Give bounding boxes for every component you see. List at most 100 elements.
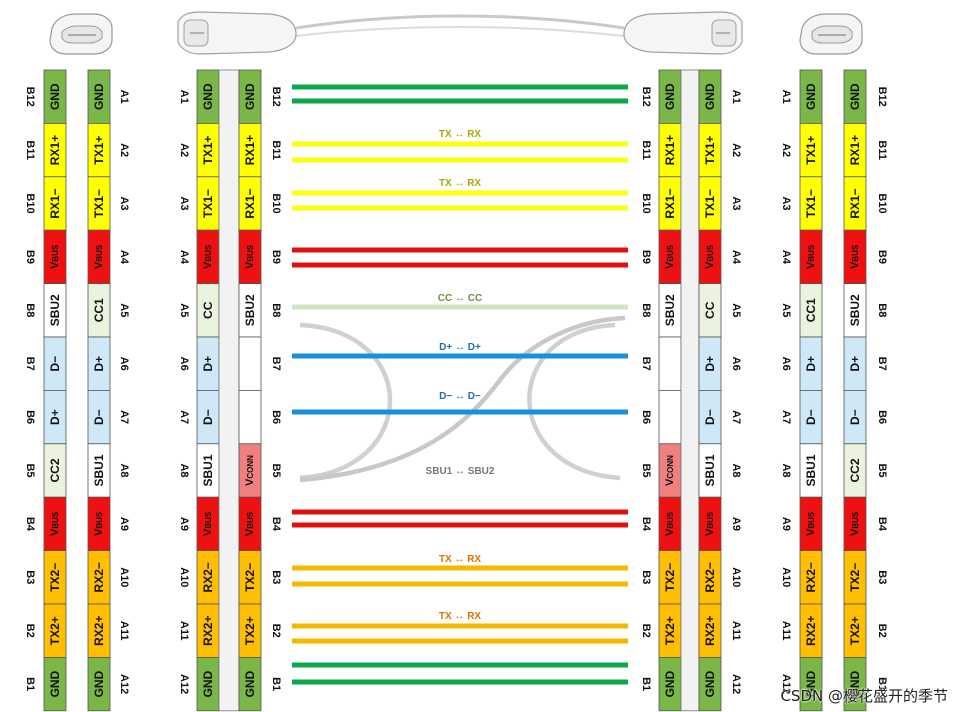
pin-label: D− <box>92 409 106 425</box>
connector-illustrations <box>49 11 863 55</box>
pin-number: B12 <box>270 87 282 107</box>
pin-number: B4 <box>270 517 282 532</box>
pin-label: GND <box>201 670 215 697</box>
pin-label: D+ <box>201 356 215 372</box>
pin-number: B4 <box>24 517 36 532</box>
pin-label: TX1+ <box>703 136 717 165</box>
pin-label: TX2+ <box>243 616 257 645</box>
pin-number: B2 <box>640 624 652 638</box>
plug-divider <box>218 69 240 712</box>
pin-label: SBU2 <box>663 294 677 326</box>
pin-label: GND <box>243 83 257 110</box>
pin-number: B5 <box>876 463 888 477</box>
ss1-tx-rx-label: TX ↔ RX <box>439 129 482 140</box>
pin-number: A4 <box>118 250 130 265</box>
pin-number: B12 <box>24 87 36 107</box>
pin-label: GND <box>848 670 862 697</box>
pin-label: CC1 <box>92 298 106 322</box>
pin-number: B5 <box>24 463 36 477</box>
pin-label: SBU1 <box>201 454 215 486</box>
pin-number: A8 <box>730 463 742 477</box>
pin-number: B11 <box>24 140 36 160</box>
pin-number: B9 <box>24 250 36 264</box>
pin-label: GND <box>201 83 215 110</box>
pin-label: TX2− <box>48 563 62 592</box>
pin-label: RX1+ <box>848 135 862 165</box>
pin-label: RX2− <box>703 562 717 592</box>
pin-column: GNDRX1+RX1−VBUSSBU2D−D+CC2VBUSTX2−TX2+GN… <box>43 69 67 712</box>
pin-number: B1 <box>640 677 652 691</box>
pin-cell <box>87 657 111 712</box>
pin-label: RX2+ <box>804 616 818 646</box>
pin-cell <box>658 389 682 445</box>
pin-label: TX1− <box>92 189 106 218</box>
pin-label: GND <box>804 670 818 697</box>
pin-label: VBUS <box>704 511 716 536</box>
pin-number: A1 <box>118 90 130 104</box>
pin-number: A3 <box>178 196 190 210</box>
pin-number: B9 <box>270 250 282 264</box>
pin-number: A12 <box>178 674 190 694</box>
pin-number: A3 <box>118 196 130 210</box>
pin-label: D− <box>804 409 818 425</box>
pin-cell <box>238 657 262 712</box>
receptacle-left: B12B11B10B9B8B7B6B5B4B3B2B1GNDRX1+RX1−VB… <box>24 69 130 712</box>
pin-label: SBU1 <box>804 454 818 486</box>
pin-number: A4 <box>730 250 742 265</box>
receptacle-right: A1A2A3A4A5A6A7A8A9A10A11A12GNDTX1+TX1−VB… <box>780 69 888 712</box>
dminus-label: D− ↔ D− <box>439 391 481 402</box>
pin-number: B10 <box>270 193 282 213</box>
plug-right: B12B11B10B9B8B7B6B5B4B3B2B1GNDRX1+RX1−VB… <box>640 69 742 712</box>
pin-number: B5 <box>640 463 652 477</box>
pin-label: RX1+ <box>48 135 62 165</box>
pin-label: D− <box>848 409 862 425</box>
pin-label: TX1− <box>201 189 215 218</box>
pin-number: B5 <box>270 463 282 477</box>
pin-label: VBUS <box>244 244 256 269</box>
pin-number: A6 <box>780 357 792 371</box>
pin-label: RX2+ <box>201 616 215 646</box>
pin-number: A6 <box>730 357 742 371</box>
pin-label: TX2− <box>243 563 257 592</box>
watermark: CSDN @樱花盛开的季节 <box>780 687 948 705</box>
pin-label: TX1− <box>703 189 717 218</box>
pin-label: GND <box>703 670 717 697</box>
pin-number: A5 <box>780 303 792 317</box>
cc-label: CC ↔ CC <box>438 293 482 304</box>
usb-c-cable-icon <box>177 11 743 55</box>
pin-label: RX1− <box>48 188 62 218</box>
pin-label: TX1− <box>804 189 818 218</box>
pin-number: B2 <box>876 624 888 638</box>
sbu-wire-cross <box>299 315 626 483</box>
pin-label: GND <box>663 670 677 697</box>
pin-number: B6 <box>640 410 652 424</box>
pin-number: B3 <box>640 570 652 584</box>
pin-label: RX1− <box>243 188 257 218</box>
pin-tables: B12B11B10B9B8B7B6B5B4B3B2B1GNDRX1+RX1−VB… <box>24 69 888 712</box>
pin-label: D+ <box>92 356 106 372</box>
pin-label: VBUS <box>805 244 817 269</box>
pin-label: VBUS <box>244 511 256 536</box>
pin-label: VBUS <box>704 244 716 269</box>
pin-number: A2 <box>178 143 190 157</box>
pin-number: B7 <box>270 357 282 371</box>
pin-number: A7 <box>118 410 130 424</box>
pin-number: A1 <box>730 90 742 104</box>
pin-label: VBUS <box>805 511 817 536</box>
pin-number: B12 <box>640 87 652 107</box>
pin-number: B3 <box>876 570 888 584</box>
pin-number: A10 <box>730 567 742 587</box>
pin-number: A1 <box>178 90 190 104</box>
pin-label: RX2− <box>201 562 215 592</box>
pin-number: A5 <box>118 303 130 317</box>
pin-cell <box>658 336 682 391</box>
pin-number: A11 <box>730 621 742 641</box>
pin-label: GND <box>804 83 818 110</box>
pin-number: B4 <box>640 517 652 532</box>
pin-number: B6 <box>270 410 282 424</box>
